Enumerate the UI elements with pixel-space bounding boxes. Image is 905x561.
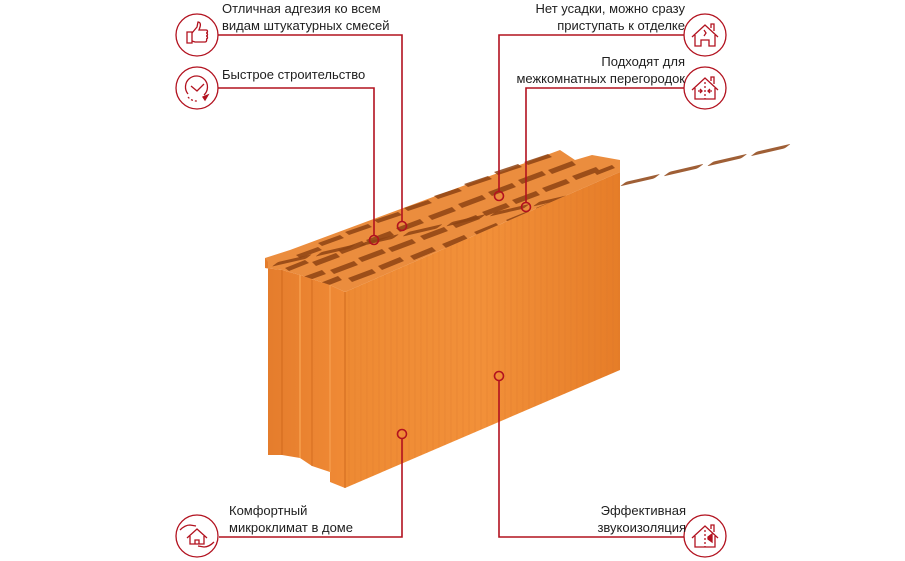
clock-icon	[175, 66, 219, 110]
feature-soundproof-line2: звукоизоляция	[597, 520, 686, 535]
feature-fast-build: Быстрое строительство	[222, 66, 365, 83]
feature-fast-build-line1: Быстрое строительство	[222, 67, 366, 82]
connector-lines	[218, 34, 685, 538]
feature-no-shrinkage-line2: приступать к отделке	[557, 18, 685, 33]
house-sound-icon	[683, 514, 727, 558]
feature-adhesion: Отличная адгезия ко всем видам штукатурн…	[222, 0, 389, 34]
feature-no-shrinkage-line1: Нет усадки, можно сразу	[535, 1, 685, 16]
feature-microclimate-line2: микроклимат в доме	[229, 520, 353, 535]
feature-partitions-line1: Подходят для	[601, 54, 685, 69]
house-crack-icon	[683, 13, 727, 57]
feature-adhesion-line1: Отличная адгезия ко всем	[222, 1, 381, 16]
thumbs-up-icon	[175, 13, 219, 57]
house-partition-icon	[683, 66, 727, 110]
feature-no-shrinkage: Нет усадки, можно сразу приступать к отд…	[536, 0, 685, 34]
brick-end-face	[265, 258, 345, 488]
feature-microclimate: Комфортный микроклимат в доме	[229, 502, 353, 536]
brick-top-face	[265, 150, 620, 292]
feature-microclimate-line1: Комфортный	[229, 503, 308, 518]
feature-adhesion-line2: видам штукатурных смесей	[222, 18, 390, 33]
feature-partitions: Подходят для межкомнатных перегородок	[516, 53, 685, 87]
feature-soundproof: Эффективная звукоизоляция	[597, 502, 686, 536]
feature-partitions-line2: межкомнатных перегородок	[516, 71, 685, 86]
hands-house-icon	[175, 514, 219, 558]
feature-soundproof-line1: Эффективная	[600, 503, 686, 518]
